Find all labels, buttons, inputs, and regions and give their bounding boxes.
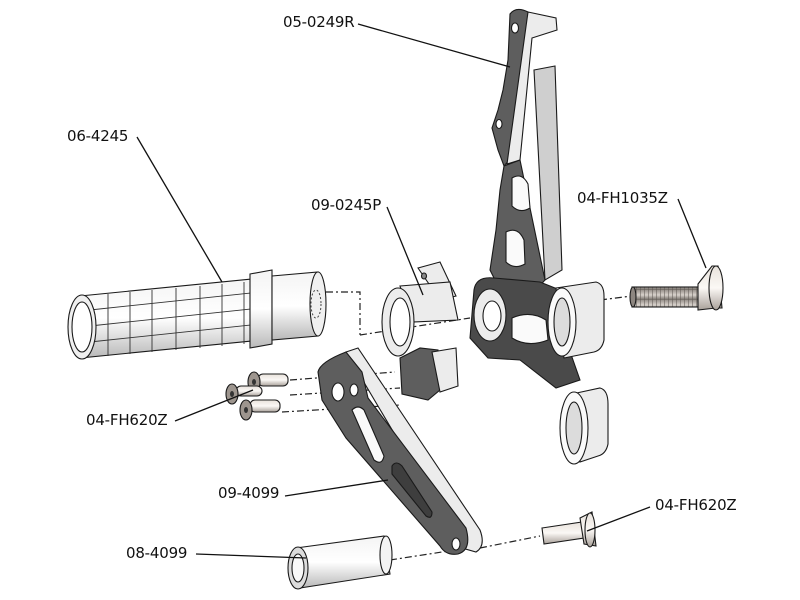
leader-lever-screw xyxy=(586,506,651,532)
leader-bracket xyxy=(357,23,511,68)
leader-footpeg xyxy=(136,136,223,283)
label-pivot-bolt: 04-FH1035Z xyxy=(577,189,668,207)
footpeg-part xyxy=(67,269,327,360)
leader-pivot-bolt xyxy=(677,198,707,269)
pivot-block-part xyxy=(381,261,459,401)
label-pivot-block: 09-0245P xyxy=(311,196,382,214)
label-block-screws: 04-FH620Z xyxy=(86,411,168,429)
bracket-part xyxy=(469,8,609,465)
label-bracket: 05-0249R xyxy=(283,13,355,31)
lever-screw-part xyxy=(541,511,597,548)
block-screws-part xyxy=(225,371,289,421)
label-lever-screw: 04-FH620Z xyxy=(655,496,737,514)
label-spacer: 08-4099 xyxy=(126,544,188,562)
lever-arm-part xyxy=(317,347,483,555)
spacer-part xyxy=(287,535,393,590)
leader-spacer xyxy=(195,553,307,559)
pivot-bolt-part xyxy=(629,265,724,311)
leader-pivot-block xyxy=(386,206,424,296)
leader-lines xyxy=(136,23,707,559)
leader-block-screws xyxy=(174,389,254,422)
label-footpeg: 06-4245 xyxy=(67,127,129,145)
label-lever-arm: 09-4099 xyxy=(218,484,280,502)
leader-lever-arm xyxy=(284,479,389,497)
